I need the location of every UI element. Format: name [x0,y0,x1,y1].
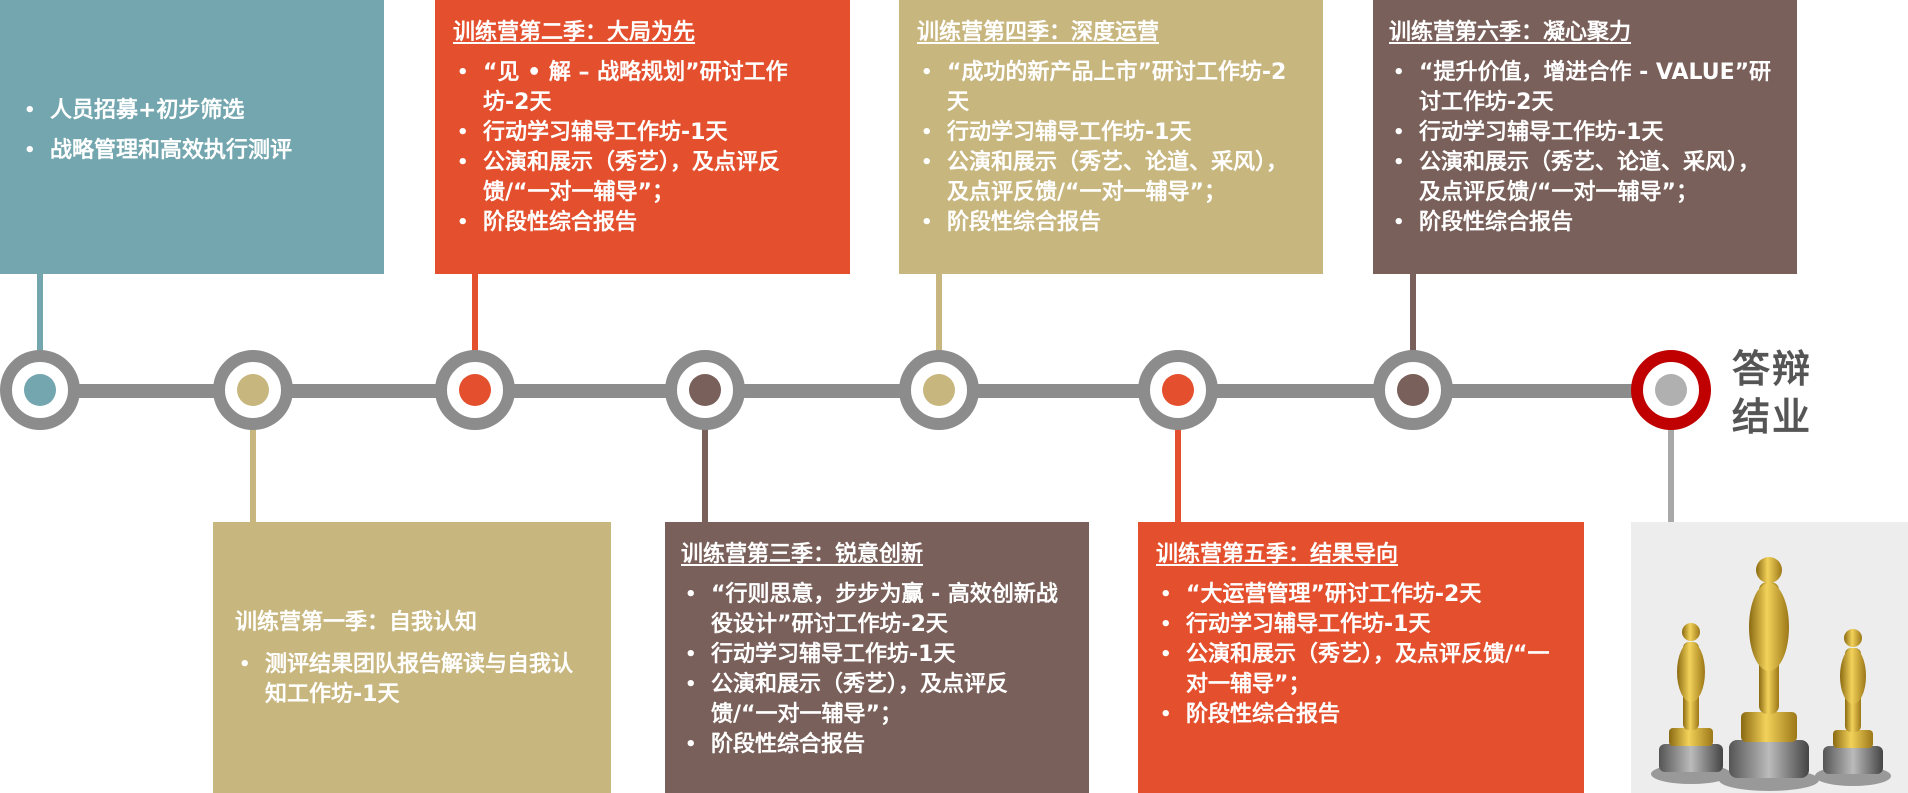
connector-5 [1175,395,1181,522]
stage-title: 训练营第六季：凝心聚力 [1389,20,1632,45]
connector-2 [472,274,478,370]
timeline-node-4 [899,350,979,430]
list-item: 阶段性综合报告 [453,208,832,238]
stage-title: 训练营第三季：锐意创新 [681,542,924,567]
stage-title: 训练营第一季：自我认知 [235,610,478,635]
stage-box-season-6: 训练营第六季：凝心聚力 “提升价值，增进合作 - VALUE”研讨工作坊-2天 … [1373,0,1797,274]
list-item: 测评结果团队报告解读与自我认知工作坊-1天 [235,650,589,710]
timeline-node-6 [1373,350,1453,430]
list-item: 行动学习辅导工作坊-1天 [1389,118,1781,148]
timeline-node-3 [665,350,745,430]
list-item: 阶段性综合报告 [1156,700,1566,730]
stage-box-season-1: 训练营第一季：自我认知 测评结果团队报告解读与自我认知工作坊-1天 [213,522,611,793]
stage-box-season-3: 训练营第三季：锐意创新 “行则思意，步步为赢 - 高效创新战役设计”研讨工作坊-… [665,522,1089,793]
stage-list: 测评结果团队报告解读与自我认知工作坊-1天 [235,650,589,710]
list-item: 阶段性综合报告 [681,730,1073,760]
connector-0 [37,274,43,370]
list-item: 人员招募+初步筛选 [20,96,364,126]
list-item: 阶段性综合报告 [1389,208,1781,238]
stage-title: 训练营第二季：大局为先 [453,20,696,45]
list-item: 公演和展示（秀艺），及点评反馈/“一对一辅导”； [1156,640,1566,700]
graduation-label: 答辩 结业 [1732,345,1812,441]
stage-title: 训练营第五季：结果导向 [1156,542,1399,567]
stage-box-season-2: 训练营第二季：大局为先 “见 • 解 – 战略规划”研讨工作坊-2天 行动学习辅… [435,0,850,274]
list-item: 公演和展示（秀艺、论道、采风），及点评反馈/“一对一辅导”； [1389,148,1781,208]
list-item: “行则思意，步步为赢 - 高效创新战役设计”研讨工作坊-2天 [681,580,1073,640]
list-item: 公演和展示（秀艺、论道、采风），及点评反馈/“一对一辅导”； [917,148,1305,208]
connector-4 [936,274,942,370]
stage-box-recruitment: 人员招募+初步筛选 战略管理和高效执行测评 [0,0,384,274]
timeline-node-2 [435,350,515,430]
stage-box-season-4: 训练营第四季：深度运营 “成功的新产品上市”研讨工作坊-2天 行动学习辅导工作坊… [899,0,1323,274]
graduation-line1: 答辩 [1732,347,1813,391]
trophies-image [1631,522,1908,793]
list-item: 战略管理和高效执行测评 [20,136,364,166]
timeline-node-0 [0,350,80,430]
connector-3 [702,395,708,522]
list-item: 行动学习辅导工作坊-1天 [1156,610,1566,640]
list-item: 公演和展示（秀艺），及点评反馈/“一对一辅导”； [453,148,832,208]
list-item: “提升价值，增进合作 - VALUE”研讨工作坊-2天 [1389,58,1781,118]
timeline-node-5 [1138,350,1218,430]
stage-title: 训练营第四季：深度运营 [917,20,1160,45]
list-item: “见 • 解 – 战略规划”研讨工作坊-2天 [453,58,832,118]
stage-list: “大运营管理”研讨工作坊-2天 行动学习辅导工作坊-1天 公演和展示（秀艺），及… [1156,580,1566,730]
list-item: 行动学习辅导工作坊-1天 [917,118,1305,148]
trophy-icon [1651,557,1891,791]
stage-list: 人员招募+初步筛选 战略管理和高效执行测评 [20,96,364,166]
list-item: “成功的新产品上市”研讨工作坊-2天 [917,58,1305,118]
connector-6 [1410,274,1416,370]
list-item: 公演和展示（秀艺），及点评反馈/“一对一辅导”； [681,670,1073,730]
stage-list: “行则思意，步步为赢 - 高效创新战役设计”研讨工作坊-2天 行动学习辅导工作坊… [681,580,1073,760]
stage-list: “提升价值，增进合作 - VALUE”研讨工作坊-2天 行动学习辅导工作坊-1天… [1389,58,1781,238]
timeline-node-final [1631,350,1711,430]
stage-list: “成功的新产品上市”研讨工作坊-2天 行动学习辅导工作坊-1天 公演和展示（秀艺… [917,58,1305,238]
list-item: 阶段性综合报告 [917,208,1305,238]
connector-7 [1668,395,1674,522]
timeline-node-1 [213,350,293,430]
connector-1 [250,395,256,522]
stage-list: “见 • 解 – 战略规划”研讨工作坊-2天 行动学习辅导工作坊-1天 公演和展… [453,58,832,238]
stage-box-season-5: 训练营第五季：结果导向 “大运营管理”研讨工作坊-2天 行动学习辅导工作坊-1天… [1138,522,1584,793]
graduation-line2: 结业 [1732,395,1813,439]
list-item: 行动学习辅导工作坊-1天 [453,118,832,148]
list-item: 行动学习辅导工作坊-1天 [681,640,1073,670]
list-item: “大运营管理”研讨工作坊-2天 [1156,580,1566,610]
